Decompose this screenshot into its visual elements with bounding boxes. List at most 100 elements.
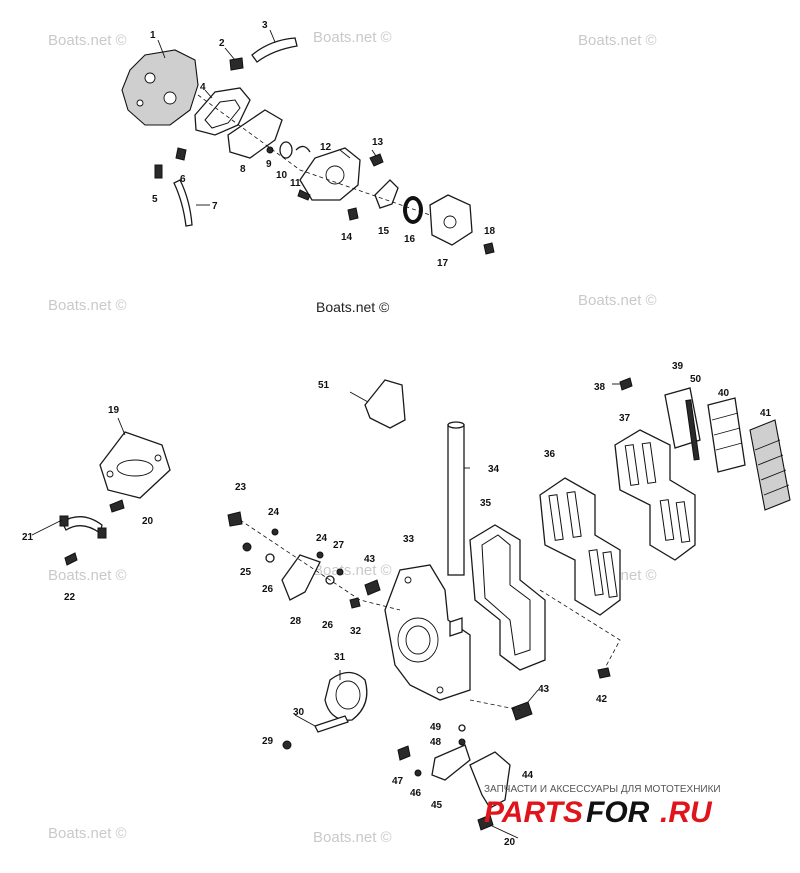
callout-43: 43 <box>538 684 550 695</box>
callout-34: 34 <box>488 464 500 475</box>
callout-41: 41 <box>760 408 772 419</box>
callout-29: 29 <box>262 736 274 747</box>
part-28-bracket <box>281 554 321 601</box>
callout-14: 14 <box>341 232 353 243</box>
part-36-slot <box>566 491 582 538</box>
part-11-clip <box>295 145 311 153</box>
callout-13: 13 <box>372 137 384 148</box>
watermark-text: Boats.net © <box>48 297 127 314</box>
callout-38: 38 <box>594 382 606 393</box>
callout-24: 24 <box>268 507 280 518</box>
callout-30: 30 <box>293 707 305 718</box>
watermark-text-dark: Boats.net © <box>316 299 390 315</box>
part-33-bore-inner <box>405 625 431 655</box>
callout-21: 21 <box>22 532 34 543</box>
part-8-diaphragm <box>227 109 283 159</box>
part-43-bolt <box>364 579 381 596</box>
part-31-gasket-hole <box>335 680 361 710</box>
watermark-text: Boats.net © <box>578 32 657 49</box>
leader-line <box>204 89 213 99</box>
callout-51: 51 <box>318 380 330 391</box>
brand-name-for: FOR <box>586 796 650 829</box>
part-12-nozzle <box>297 189 311 201</box>
upper-callouts: 1 2 3 4 5 6 7 8 9 10 11 12 13 14 15 16 1… <box>150 20 496 269</box>
part-47-screw <box>397 745 411 761</box>
part-48-nut <box>458 738 466 746</box>
part-19-opening <box>116 459 154 477</box>
callout-8: 8 <box>240 164 246 175</box>
part-10-ring <box>279 141 293 159</box>
part-19-hole <box>154 454 162 462</box>
callout-31: 31 <box>334 652 346 663</box>
part-33-nozzle <box>449 617 463 637</box>
callout-39: 39 <box>672 361 684 372</box>
callout-17: 17 <box>437 258 449 269</box>
part-29-nut <box>282 740 292 750</box>
callout-16: 16 <box>404 234 416 245</box>
part-12-port <box>325 165 345 185</box>
part-36-slot <box>548 494 564 541</box>
brand-tagline: ЗАПЧАСТИ И АКСЕССУАРЫ ДЛЯ МОТОТЕХНИКИ <box>484 784 721 795</box>
part-1-port <box>144 72 156 84</box>
callout-4: 4 <box>200 82 206 93</box>
part-38-screw <box>619 377 633 391</box>
assembly-axis <box>239 519 401 611</box>
callout-33: 33 <box>403 534 415 545</box>
leader-line <box>294 714 316 727</box>
part-16-gasket-inner <box>407 200 419 220</box>
callout-19: 19 <box>108 405 120 416</box>
leader-line <box>349 391 369 403</box>
part-50-pin <box>685 399 700 461</box>
watermark-text: Boats.net © <box>48 32 127 49</box>
callout-27: 27 <box>333 540 345 551</box>
callout-15: 15 <box>378 226 390 237</box>
part-13-screw <box>369 153 384 167</box>
part-22-screw <box>64 552 78 566</box>
assembly-axis <box>197 94 431 216</box>
part-15-valve <box>374 179 399 209</box>
upper-assembly <box>121 29 495 255</box>
callout-32: 32 <box>350 626 362 637</box>
watermark-text: Boats.net © <box>48 567 127 584</box>
part-2-fitting <box>229 57 244 71</box>
callout-26: 26 <box>262 584 274 595</box>
part-36-slot <box>602 551 618 598</box>
part-41-cage-lines <box>754 439 790 496</box>
part-25-nut <box>242 542 252 552</box>
brand-name-ru: .RU <box>660 796 713 829</box>
part-37-slot <box>624 444 640 486</box>
callout-45: 45 <box>431 800 443 811</box>
leader-line <box>269 29 276 43</box>
part-51-bracket <box>364 379 406 429</box>
part-36-slot <box>588 549 604 596</box>
part-40-reeds <box>707 397 746 473</box>
part-3-hose <box>251 37 298 63</box>
callout-28: 28 <box>290 616 302 627</box>
callout-35: 35 <box>480 498 492 509</box>
part-34-rod-top <box>447 421 465 429</box>
leader-line <box>117 417 126 436</box>
part-30-shaft <box>314 715 349 733</box>
part-18-screw <box>483 242 495 255</box>
part-21-clamp-end <box>59 515 69 527</box>
watermark-text: Boats.net © <box>313 29 392 46</box>
part-35-gasket-cutout <box>481 534 531 656</box>
watermark-text: Boats.net © <box>313 562 392 579</box>
lower-callouts: 19 20 21 22 23 24 24 25 26 26 27 28 29 3… <box>22 361 772 848</box>
part-32-screw <box>349 597 361 609</box>
part-37-slot <box>641 442 657 484</box>
callout-7: 7 <box>212 201 218 212</box>
callout-1: 1 <box>150 30 156 41</box>
part-46-pin <box>414 769 422 777</box>
callout-42: 42 <box>596 694 608 705</box>
part-20-screw <box>477 814 494 831</box>
leader-line <box>489 824 519 839</box>
callout-3: 3 <box>262 20 268 31</box>
part-4-gasket-cutout <box>204 99 241 129</box>
callout-6: 6 <box>180 174 186 185</box>
part-42-screw <box>597 667 611 679</box>
part-21-clamp-end <box>97 527 107 539</box>
callout-50: 50 <box>690 374 702 385</box>
assembly-axis <box>539 589 621 669</box>
part-44-lever <box>469 751 511 809</box>
